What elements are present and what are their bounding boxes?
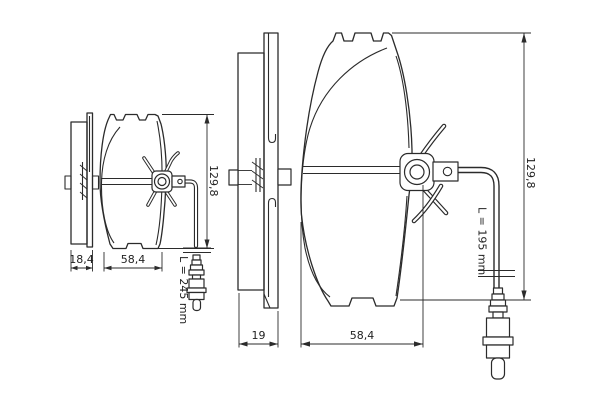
small-pad-sensor-cable xyxy=(181,179,199,249)
small-pad-backplate-outline xyxy=(99,113,167,250)
small-pad-hub-inner-circle xyxy=(157,176,167,187)
large-pad-right-inner-lower xyxy=(395,195,408,297)
large-pad-hub-inner-circle xyxy=(409,164,425,180)
large-edge-upper-hook xyxy=(267,125,277,144)
large-pad-hub xyxy=(399,152,459,192)
large-edge-dimensions: 19 xyxy=(238,293,279,348)
edge-view-thickness-label: 19 xyxy=(252,329,266,342)
large-edge-left-tab xyxy=(228,169,239,186)
small-pad-height-label: 129,8 xyxy=(207,165,220,197)
large-pad-height-label: 129,8 xyxy=(524,157,537,189)
large-pad-right-inner-upper xyxy=(395,55,410,149)
small-pad-front-view xyxy=(99,113,211,312)
large-pad-dimensions: 129,8 58,4 L = 195 mm xyxy=(300,32,537,348)
large-pad-sensor-cable xyxy=(452,166,500,293)
large-wear-sensor-connector xyxy=(482,287,514,380)
large-pad-sensor-length-label: L = 195 mm xyxy=(476,207,489,275)
small-pad-width-label: 58,4 xyxy=(121,253,146,266)
large-pad-front-view xyxy=(300,32,515,380)
large-edge-right-tab xyxy=(277,168,292,186)
small-pad-friction-curve xyxy=(100,126,121,244)
large-pad-sensor-tab-hole xyxy=(442,166,453,177)
small-edge-left-tab xyxy=(64,175,72,190)
large-edge-clip-hatch xyxy=(238,158,264,192)
large-edge-backplate xyxy=(263,32,279,309)
small-pad-sensor-length-label: L = 245 mm xyxy=(177,256,190,324)
small-pad-thickness-label: 18,4 xyxy=(69,253,94,266)
large-pad-width-label: 58,4 xyxy=(350,329,375,342)
large-pad-backplate-outline xyxy=(300,32,413,307)
small-pad-sensor-tab xyxy=(171,175,186,188)
small-pad-hub xyxy=(151,170,186,193)
small-edge-right-tab xyxy=(91,175,100,190)
large-pad-edge-view xyxy=(228,32,292,309)
large-pad-spring-wires xyxy=(411,123,449,224)
small-edge-friction-block xyxy=(70,121,88,245)
small-cable-break xyxy=(183,247,211,253)
small-pad-sensor-tab-hole xyxy=(177,178,183,185)
large-pad-sensor-tab xyxy=(432,161,459,182)
small-wear-sensor-connector xyxy=(186,254,207,312)
large-cable-break xyxy=(478,270,515,277)
large-edge-lower-hook xyxy=(267,197,277,216)
small-pad-edge-view xyxy=(64,112,100,248)
large-pad-friction-curve xyxy=(300,47,388,298)
small-pad-dimensions: 129,8 58,4 18,4 L = 245 mm xyxy=(69,114,220,324)
small-edge-clip-hatch xyxy=(79,162,88,200)
